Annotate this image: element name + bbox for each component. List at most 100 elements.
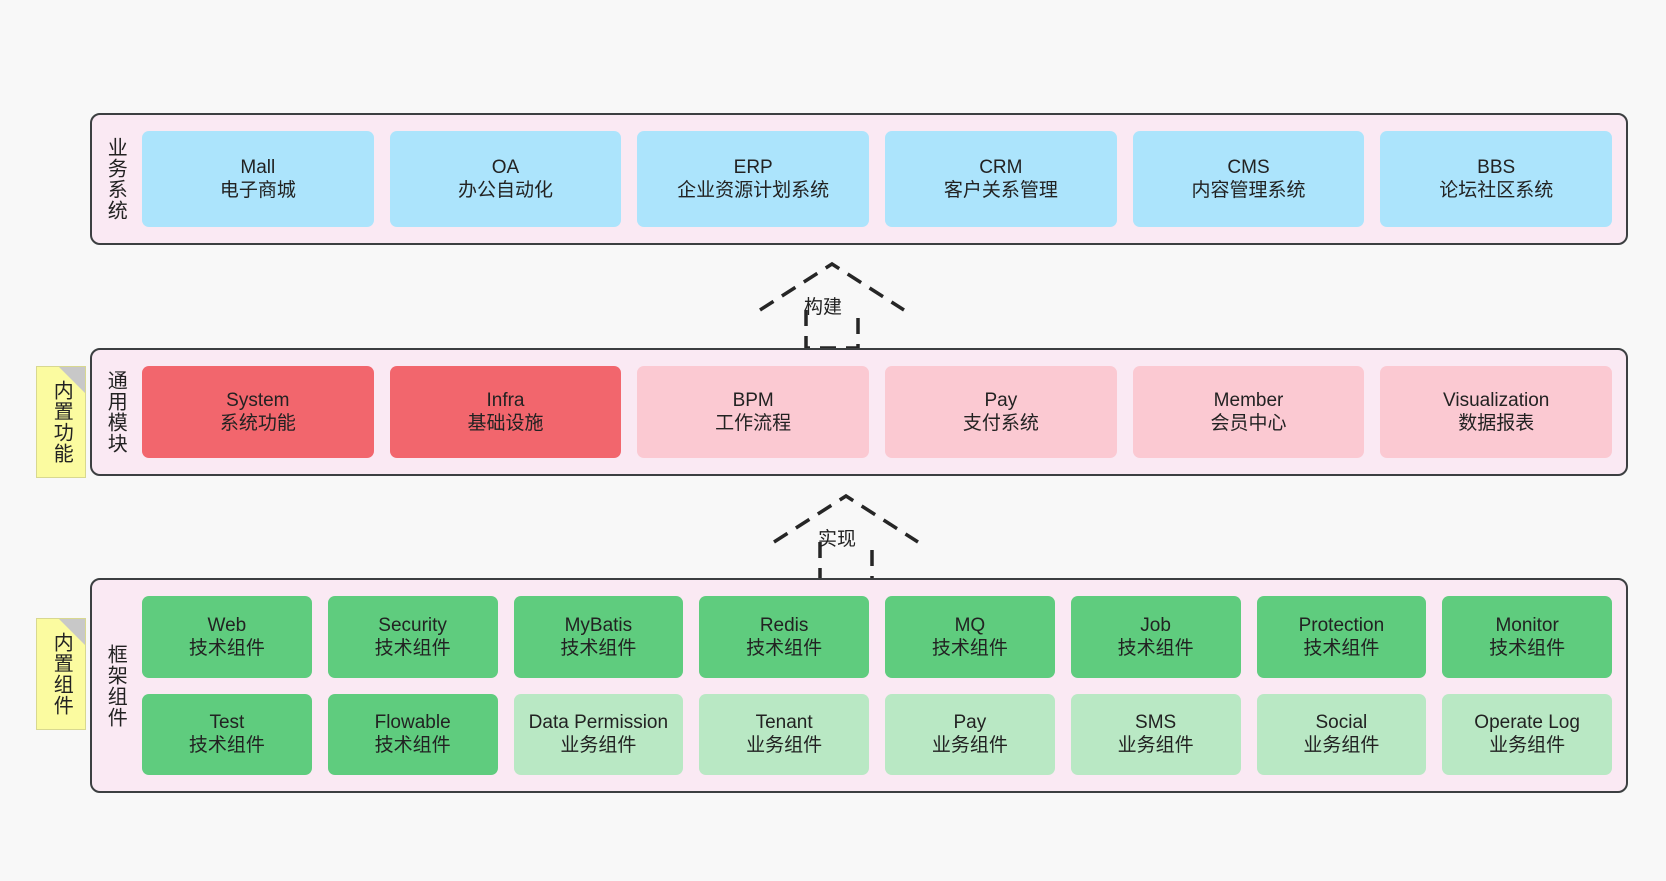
- connector-implement-label: 实现: [818, 529, 857, 550]
- card-erp[interactable]: ERP 企业资源计划系统: [637, 131, 870, 227]
- card-operate-log[interactable]: Operate Log 业务组件: [1442, 693, 1612, 775]
- card-visualization[interactable]: Visualization 数据报表: [1380, 366, 1613, 458]
- card-subtitle: 技术组件: [188, 637, 265, 659]
- card-mall[interactable]: Mall 电子商城: [142, 131, 374, 227]
- card-title: Flowable: [374, 712, 451, 734]
- note-label: 内置组件: [50, 632, 73, 716]
- card-bbs[interactable]: BBS 论坛社区系统: [1380, 131, 1613, 227]
- card-subtitle: 技术组件: [746, 637, 823, 659]
- card-data-permission[interactable]: Data Permission 业务组件: [513, 693, 684, 775]
- layer-framework-component[interactable]: 框架组件 Web 技术组件 Security 技术组件 MyBatis 技术组件…: [90, 578, 1628, 793]
- card-subtitle: 技术组件: [1303, 637, 1380, 659]
- card-subtitle: 系统功能: [219, 413, 296, 434]
- note-fold-corner-icon: [59, 367, 85, 393]
- card-title: CRM: [979, 156, 1023, 178]
- card-title: Pay: [984, 389, 1018, 411]
- card-subtitle: 技术组件: [374, 735, 451, 757]
- note-builtin-function[interactable]: 内置功能: [36, 366, 86, 478]
- card-tenant[interactable]: Tenant 业务组件: [699, 693, 869, 775]
- card-web[interactable]: Web 技术组件: [142, 596, 312, 678]
- card-subtitle: 工作流程: [715, 413, 792, 434]
- card-row: Test 技术组件 Flowable 技术组件 Data Permission …: [142, 693, 1612, 775]
- card-mq[interactable]: MQ 技术组件: [885, 596, 1055, 678]
- card-pay-biz[interactable]: Pay 业务组件: [885, 693, 1055, 775]
- card-redis[interactable]: Redis 技术组件: [699, 596, 869, 678]
- card-title: System: [226, 389, 290, 411]
- card-subtitle: 技术组件: [1117, 637, 1194, 659]
- card-title: ERP: [733, 156, 773, 178]
- note-label: 内置功能: [50, 380, 73, 464]
- card-title: Mall: [240, 156, 276, 178]
- card-oa[interactable]: OA 办公自动化: [389, 131, 622, 227]
- card-infra[interactable]: Infra 基础设施: [389, 366, 622, 458]
- card-flowable[interactable]: Flowable 技术组件: [327, 693, 498, 775]
- card-row: Mall 电子商城 OA 办公自动化 ERP 企业资源计划系统 CRM 客户关系…: [142, 131, 1613, 227]
- card-cms[interactable]: CMS 内容管理系统: [1132, 131, 1365, 227]
- card-row: Web 技术组件 Security 技术组件 MyBatis 技术组件 Redi…: [142, 596, 1612, 678]
- card-subtitle: 企业资源计划系统: [677, 180, 830, 201]
- card-title: BBS: [1477, 156, 1516, 178]
- card-title: Data Permission: [528, 712, 669, 734]
- layer-business-system[interactable]: 业务系统 Mall 电子商城 OA 办公自动化 ERP 企业资源计划系统 CRM…: [90, 113, 1628, 245]
- card-subtitle: 基础设施: [467, 413, 544, 434]
- card-title: Operate Log: [1474, 712, 1580, 734]
- card-subtitle: 支付系统: [962, 413, 1039, 434]
- card-title: Test: [209, 712, 245, 734]
- note-builtin-component[interactable]: 内置组件: [36, 618, 86, 730]
- card-subtitle: 电子商城: [219, 180, 296, 201]
- card-crm[interactable]: CRM 客户关系管理: [885, 131, 1117, 227]
- card-title: Protection: [1298, 614, 1385, 636]
- card-subtitle: 业务组件: [1303, 735, 1380, 757]
- layer-title-business-system: 业务系统: [104, 137, 127, 221]
- card-subtitle: 会员中心: [1210, 413, 1287, 434]
- card-social[interactable]: Social 业务组件: [1256, 693, 1427, 775]
- card-title: Security: [378, 614, 447, 636]
- card-title: Job: [1140, 614, 1171, 636]
- card-subtitle: 技术组件: [1489, 637, 1566, 659]
- card-title: Redis: [759, 614, 809, 636]
- card-system[interactable]: System 系统功能: [142, 366, 374, 458]
- card-bpm[interactable]: BPM 工作流程: [637, 366, 870, 458]
- card-subtitle: 办公自动化: [458, 180, 554, 201]
- card-security[interactable]: Security 技术组件: [327, 596, 498, 678]
- card-title: Infra: [486, 389, 525, 411]
- card-title: Tenant: [755, 712, 813, 734]
- card-row: System 系统功能 Infra 基础设施 BPM 工作流程 Pay 支付系统…: [142, 366, 1613, 458]
- card-subtitle: 业务组件: [746, 735, 823, 757]
- card-subtitle: 技术组件: [374, 637, 451, 659]
- layer-body-framework-component: Web 技术组件 Security 技术组件 MyBatis 技术组件 Redi…: [138, 580, 1626, 791]
- card-subtitle: 业务组件: [931, 735, 1008, 757]
- card-subtitle: 论坛社区系统: [1439, 180, 1554, 201]
- card-title: MyBatis: [564, 614, 633, 636]
- card-member[interactable]: Member 会员中心: [1132, 366, 1365, 458]
- card-test[interactable]: Test 技术组件: [142, 693, 312, 775]
- layer-body-common-module: System 系统功能 Infra 基础设施 BPM 工作流程 Pay 支付系统…: [138, 350, 1626, 474]
- layer-common-module[interactable]: 通用模块 System 系统功能 Infra 基础设施 BPM 工作流程 Pay…: [90, 348, 1628, 476]
- card-monitor[interactable]: Monitor 技术组件: [1442, 596, 1612, 678]
- card-title: Web: [207, 614, 247, 636]
- card-title: Visualization: [1443, 389, 1550, 411]
- card-pay[interactable]: Pay 支付系统: [885, 366, 1117, 458]
- card-title: BPM: [732, 389, 774, 411]
- card-mybatis[interactable]: MyBatis 技术组件: [513, 596, 684, 678]
- card-title: MQ: [954, 614, 986, 636]
- card-title: CMS: [1227, 156, 1270, 178]
- layer-title-framework-component: 框架组件: [104, 643, 127, 728]
- card-sms[interactable]: SMS 业务组件: [1070, 693, 1241, 775]
- card-title: Pay: [953, 712, 987, 734]
- card-subtitle: 技术组件: [188, 735, 265, 757]
- layer-title-common-module: 通用模块: [104, 370, 127, 454]
- card-title: Monitor: [1495, 614, 1559, 636]
- connector-implement: 实现: [766, 490, 926, 582]
- card-title: SMS: [1135, 712, 1177, 734]
- card-title: Member: [1213, 389, 1284, 411]
- connector-build: 构建: [752, 258, 912, 350]
- card-subtitle: 业务组件: [560, 735, 637, 757]
- card-subtitle: 业务组件: [1489, 735, 1566, 757]
- card-subtitle: 客户关系管理: [943, 180, 1058, 201]
- card-job[interactable]: Job 技术组件: [1070, 596, 1241, 678]
- card-subtitle: 技术组件: [931, 637, 1008, 659]
- card-protection[interactable]: Protection 技术组件: [1256, 596, 1427, 678]
- layer-body-business-system: Mall 电子商城 OA 办公自动化 ERP 企业资源计划系统 CRM 客户关系…: [138, 115, 1626, 243]
